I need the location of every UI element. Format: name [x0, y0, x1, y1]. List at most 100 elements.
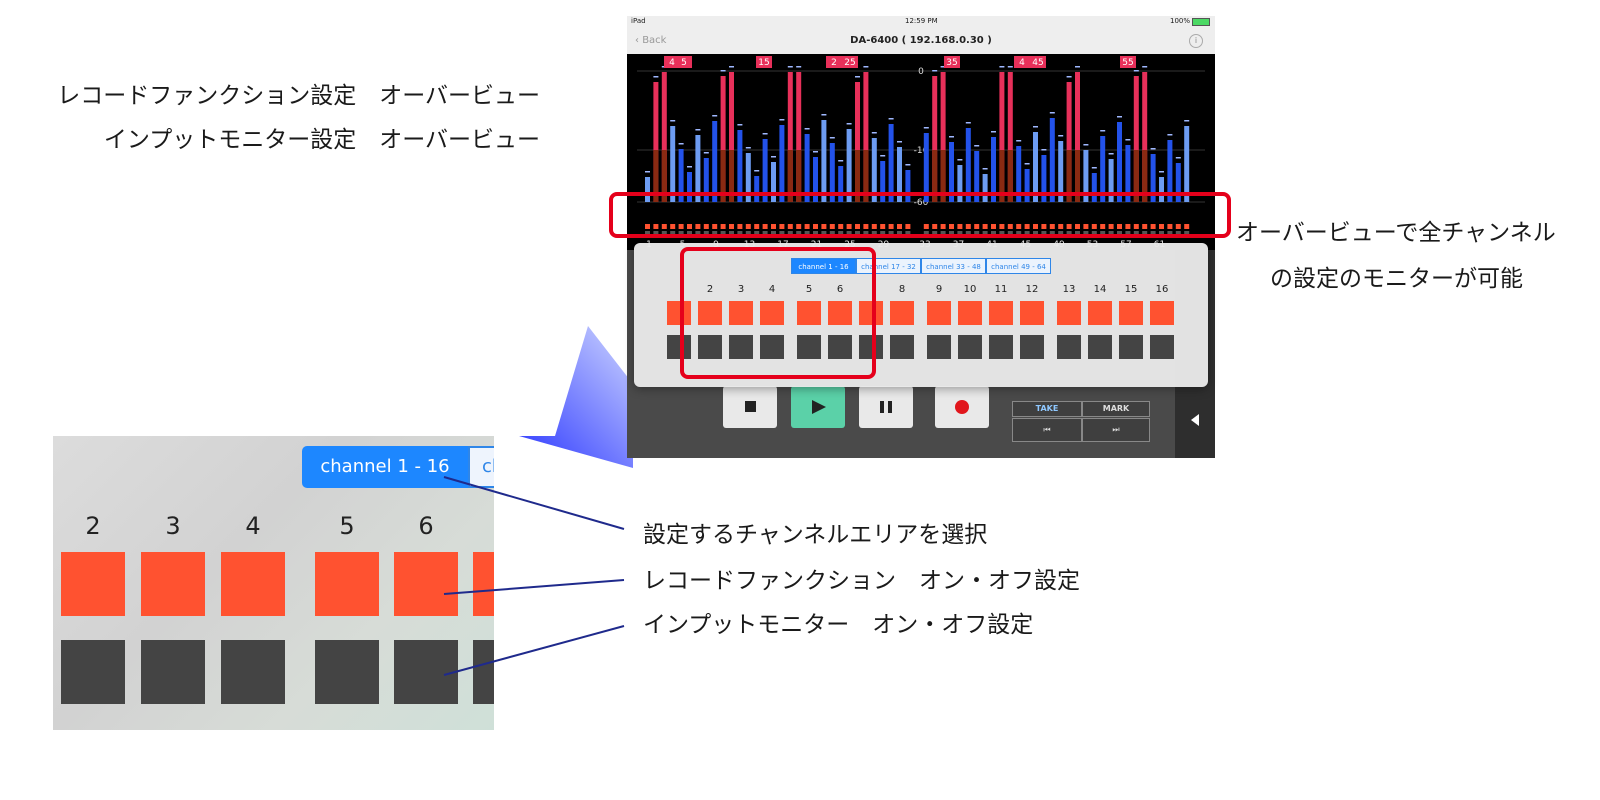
segment-channel-range[interactable]: channel 1 - 16 [791, 258, 856, 274]
input-monitor-toggle[interactable] [667, 335, 691, 359]
next-button[interactable]: ⏭ [1082, 418, 1150, 442]
overview-record-square [1184, 224, 1190, 229]
meter-peak [720, 70, 726, 72]
record-button[interactable] [935, 386, 989, 428]
stop-icon [745, 401, 756, 412]
zoom-input-monitor-toggle[interactable] [394, 640, 458, 704]
input-monitor-toggle[interactable] [698, 335, 722, 359]
overview-monitor-square [905, 231, 911, 235]
meter-bar [1024, 169, 1030, 202]
triangle-left-icon[interactable] [1175, 250, 1215, 458]
zoom-record-function-toggle[interactable] [141, 552, 205, 616]
zoom-record-function-toggle[interactable] [394, 552, 458, 616]
overview-monitor-square [796, 231, 802, 235]
overview-record-square [737, 224, 743, 229]
record-function-toggle[interactable] [1057, 301, 1081, 325]
play-button[interactable] [791, 386, 845, 428]
zoom-segment-channel-1-16[interactable]: channel 1 - 16 [302, 446, 468, 488]
record-function-toggle[interactable] [1020, 301, 1044, 325]
chevron-left-icon: ‹ [635, 35, 643, 46]
input-monitor-toggle[interactable] [1088, 335, 1112, 359]
input-monitor-toggle[interactable] [989, 335, 1013, 359]
mark-button[interactable]: MARK [1082, 401, 1150, 417]
meter-peak [1184, 120, 1190, 122]
segment-channel-range[interactable]: channel 49 - 64 [986, 258, 1051, 274]
info-icon[interactable]: i [1189, 34, 1203, 48]
overview-record-square [829, 224, 835, 229]
record-function-toggle[interactable] [729, 301, 753, 325]
meter-bar-low [720, 150, 726, 202]
record-function-toggle[interactable] [989, 301, 1013, 325]
input-monitor-toggle[interactable] [958, 335, 982, 359]
zoom-record-function-toggle[interactable] [221, 552, 285, 616]
status-time: 12:59 PM [905, 17, 938, 25]
overview-record-square [813, 224, 818, 229]
overview-record-square [905, 224, 911, 229]
meter-peak [771, 156, 776, 158]
record-function-toggle[interactable] [927, 301, 951, 325]
meter-peak [991, 131, 996, 133]
label-overview-monitor-line2: の設定のモニターが可能 [1270, 266, 1523, 292]
prev-button[interactable]: ⏮ [1012, 418, 1082, 442]
record-function-toggle[interactable] [1150, 301, 1174, 325]
meter-peak [796, 66, 802, 68]
zoom-record-function-toggle[interactable] [61, 552, 125, 616]
input-monitor-toggle[interactable] [760, 335, 784, 359]
channel-number-label: 6 [836, 284, 844, 295]
overview-record-square [1075, 224, 1080, 229]
meter-peak [787, 66, 793, 68]
stop-button[interactable] [723, 386, 777, 428]
record-function-toggle[interactable] [797, 301, 821, 325]
zoom-input-monitor-toggle[interactable] [315, 640, 379, 704]
meter-bar [1049, 118, 1055, 202]
record-function-toggle[interactable] [1119, 301, 1143, 325]
record-function-toggle[interactable] [760, 301, 784, 325]
input-monitor-toggle[interactable] [1150, 335, 1174, 359]
meter-peak [1159, 171, 1164, 173]
zoom-input-monitor-toggle-partial[interactable] [473, 640, 494, 704]
meter-peak [645, 171, 650, 173]
input-monitor-toggle[interactable] [927, 335, 951, 359]
record-function-toggle[interactable] [859, 301, 883, 325]
record-function-toggle[interactable] [667, 301, 691, 325]
segment-channel-range[interactable]: channel 33 - 48 [921, 258, 986, 274]
zoom-segment-next-partial[interactable]: ch [468, 446, 494, 488]
back-button[interactable]: ‹ Back [635, 35, 666, 46]
input-monitor-toggle[interactable] [859, 335, 883, 359]
overview-monitor-square [745, 231, 751, 235]
zoom-input-monitor-toggle[interactable] [221, 640, 285, 704]
meter-peak [838, 160, 844, 162]
overview-monitor-square [720, 231, 726, 235]
overview-monitor-square [1049, 231, 1055, 235]
zoom-channel-number: 5 [339, 512, 355, 540]
zoom-record-function-toggle-partial[interactable] [473, 552, 494, 616]
take-button[interactable]: TAKE [1012, 401, 1082, 417]
input-monitor-toggle[interactable] [890, 335, 914, 359]
meter-bar [729, 72, 734, 202]
record-function-toggle[interactable] [958, 301, 982, 325]
input-monitor-toggle[interactable] [1119, 335, 1143, 359]
input-monitor-toggle[interactable] [1020, 335, 1044, 359]
overview-monitor-square [703, 231, 709, 235]
annotation-select-area: 設定するチャンネルエリアを選択 [643, 522, 988, 548]
pause-button[interactable] [859, 386, 913, 428]
overview-record-square [838, 224, 844, 229]
overview-record-square [754, 224, 760, 229]
channel-number-label: 5 [805, 284, 813, 295]
zoom-input-monitor-toggle[interactable] [61, 640, 125, 704]
record-function-toggle[interactable] [1088, 301, 1112, 325]
meter-bar [1150, 154, 1156, 202]
record-function-toggle[interactable] [698, 301, 722, 325]
input-monitor-toggle[interactable] [1057, 335, 1081, 359]
zoom-record-function-toggle[interactable] [315, 552, 379, 616]
zoom-input-monitor-toggle[interactable] [141, 640, 205, 704]
level-meters: 0-16-60451522535445551591317212529333741… [627, 54, 1215, 250]
input-monitor-toggle[interactable] [797, 335, 821, 359]
status-battery: 100% [1170, 17, 1191, 25]
overview-record-square [940, 224, 946, 229]
record-function-toggle[interactable] [828, 301, 852, 325]
record-function-toggle[interactable] [890, 301, 914, 325]
input-monitor-toggle[interactable] [729, 335, 753, 359]
overview-monitor-square [729, 231, 734, 235]
input-monitor-toggle[interactable] [828, 335, 852, 359]
